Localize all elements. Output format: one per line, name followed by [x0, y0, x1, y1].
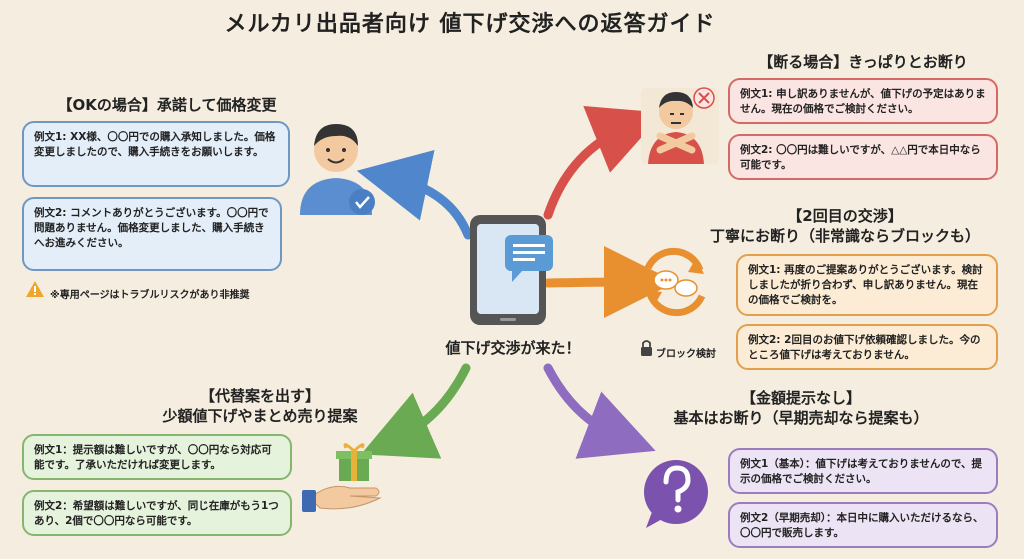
alt-heading-2: 少額値下げやまとめ売り提案 — [162, 407, 358, 425]
center-label: 値下げ交渉が来た！ — [445, 339, 581, 357]
decline-heading: 【断る場合】きっぱりとお断り — [758, 53, 968, 71]
arrow-decline — [543, 105, 664, 220]
ok-heading: 【OKの場合】承諾して価格変更 — [57, 96, 277, 114]
arrow-ok — [356, 150, 473, 240]
ok-example-2: 例文2: コメントありがとうございます。〇〇円で問題ありません。価格変更しました… — [22, 197, 282, 271]
second-heading-2: 丁寧にお断り（非常識ならブロックも） — [709, 227, 980, 245]
gift-hand-icon — [302, 443, 382, 512]
page-title: メルカリ出品者向け 値下げ交渉への返答ガイド — [224, 12, 716, 37]
block-label: ブロック検討 — [656, 349, 716, 360]
decline-example-2: 例文2: 〇〇円は難しいですが、△△円で本日中なら可能です。 — [728, 134, 998, 180]
arrow-second — [543, 246, 676, 319]
arrow-alt — [360, 363, 471, 459]
refusing-person-icon — [641, 87, 719, 164]
noprice-example-1: 例文1（基本）：値下げは考えておりませんので、提示の価格でご検討ください。 — [728, 448, 998, 494]
lock-icon — [641, 340, 652, 356]
ok-note: ※専用ページはトラブルリスクがあり非推奨 — [50, 290, 250, 301]
decline-example-1: 例文1: 申し訳ありませんが、値下げの予定はありません。現在の価格でご検討くださ… — [728, 78, 998, 124]
alt-heading-1: 【代替案を出す】 — [199, 387, 320, 405]
second-example-2: 例文2: 2回目のお値下げ依頼確認しました。今のところ値下げは考えておりません。 — [736, 324, 998, 370]
noprice-heading-2: 基本はお断り（早期売却なら提案も） — [673, 409, 929, 427]
happy-person-icon — [300, 124, 375, 215]
second-example-1: 例文1: 再度のご提案ありがとうございます。検討しましたが折り合わず、申し訳あり… — [736, 254, 998, 316]
arrow-noprice — [543, 363, 656, 459]
question-bubble-icon — [644, 460, 708, 528]
second-heading-1: 【2回目の交渉】 — [787, 207, 903, 225]
noprice-example-2: 例文2（早期売却）：本日中に購入いただけるなら、〇〇円で販売します。 — [728, 502, 998, 548]
phone-icon — [470, 215, 553, 325]
alt-example-2: 例文2：希望額は難しいですが、同じ在庫がもう1つあり、2個で〇〇円なら可能です。 — [22, 490, 292, 536]
noprice-heading-1: 【金額提示なし】 — [740, 389, 861, 407]
warning-icon — [26, 281, 44, 297]
ok-example-1: 例文1: XX様、〇〇円での購入承知しました。価格変更しましたので、購入手続きを… — [22, 121, 290, 187]
repeat-chat-icon — [644, 247, 706, 317]
alt-example-1: 例文1：提示額は難しいですが、〇〇円なら対応可能です。了承いただければ変更します… — [22, 434, 292, 480]
